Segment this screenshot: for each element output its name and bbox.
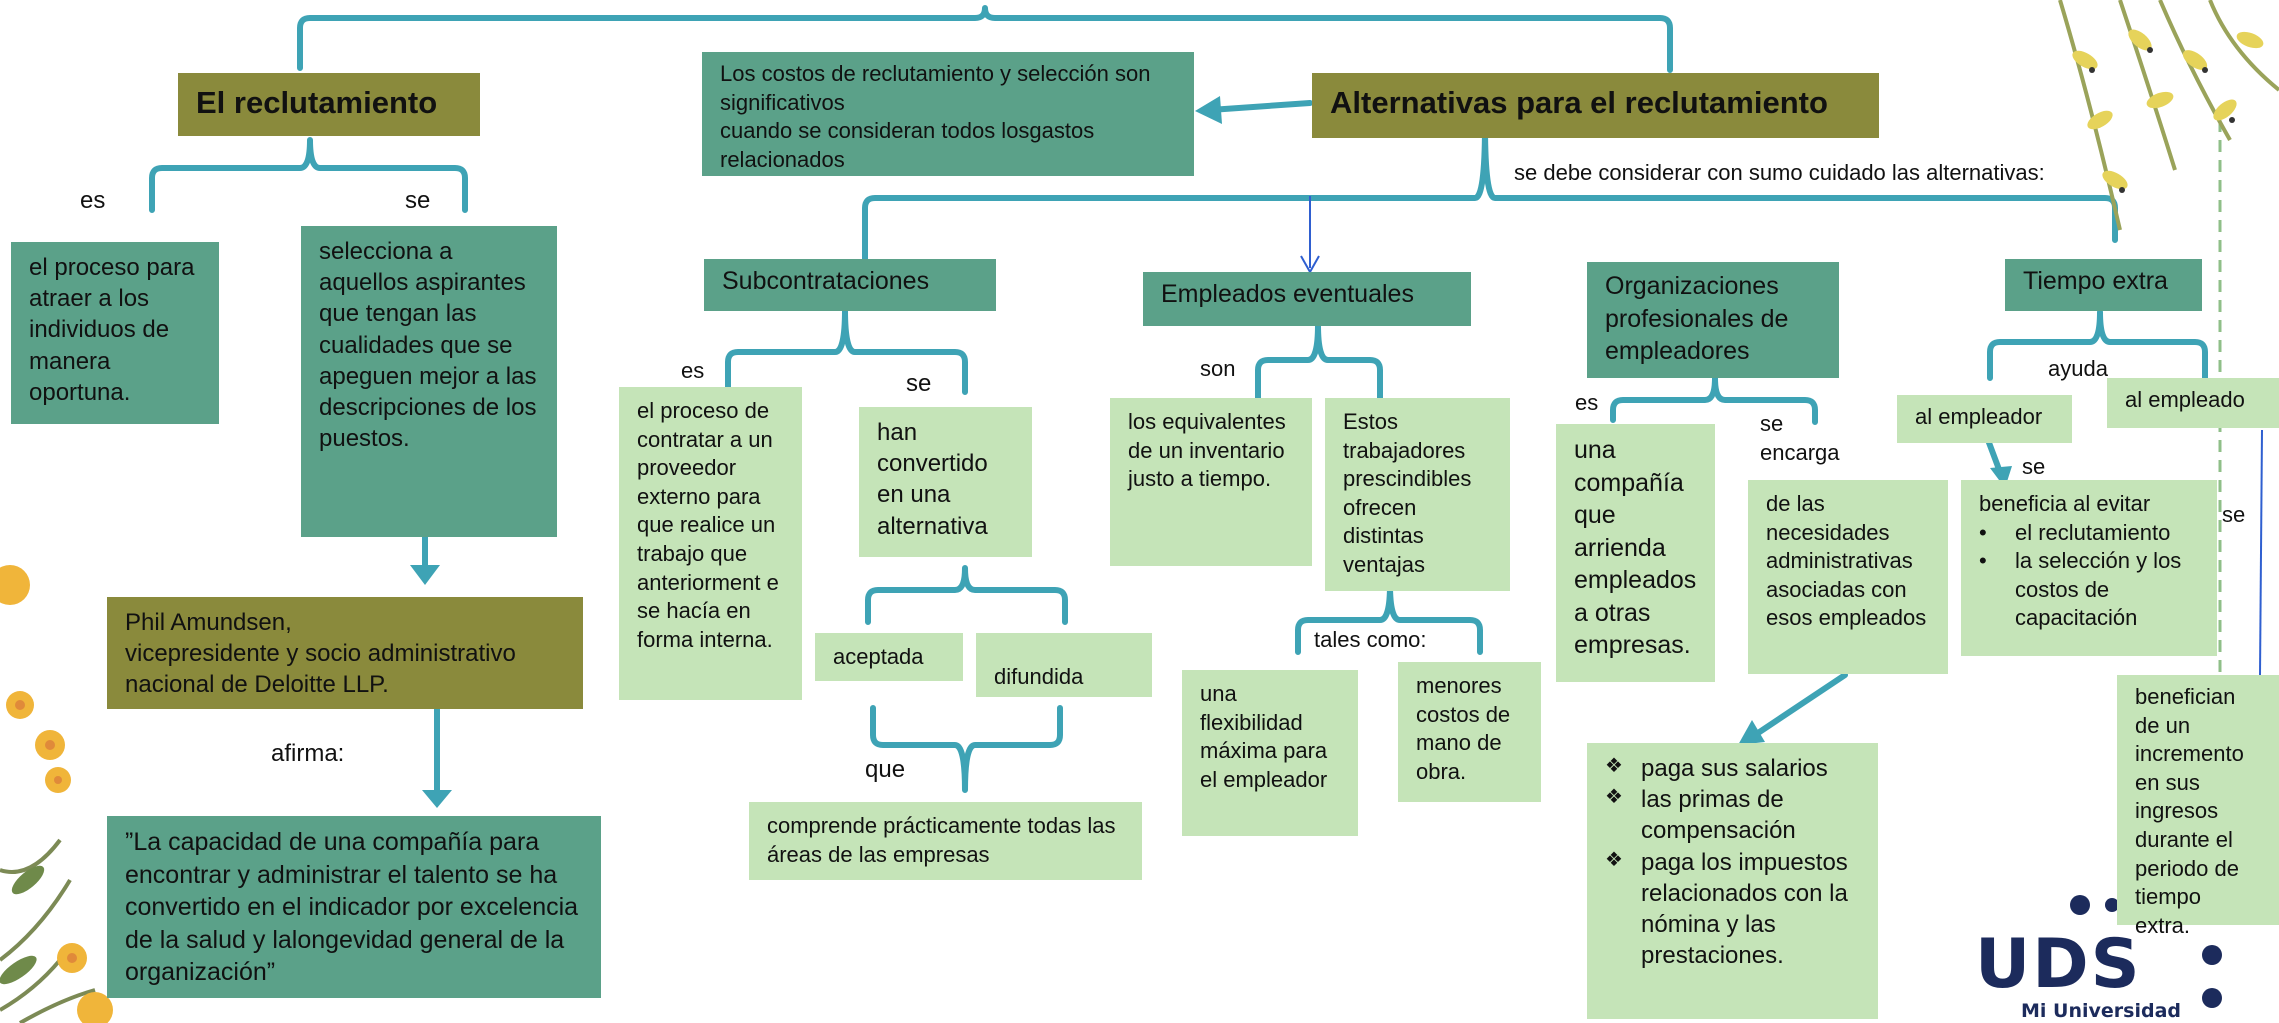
spread: difundida [976,633,1152,697]
overtime-employee-benefit: benefician de un incremento en sus ingre… [2117,675,2279,938]
overtime-employer-benefit: beneficia al evitar el reclutamiento la … [1961,480,2217,656]
temps-title: Empleados eventuales [1143,272,1471,326]
label-es: es [80,187,106,214]
flowers-left-decoration [0,565,113,1023]
temps-equivalent: los equivalentes de un inventario justo … [1110,398,1312,566]
lower-costs: menores costos de mano de obra. [1398,662,1541,802]
overtime-title: Tiempo extra [2005,259,2202,311]
label-se: se [2222,502,2246,527]
label-son: son [1200,356,1236,381]
alternatives-title: Alternativas para el reclutamiento [1312,73,1879,138]
became-alternative: han convertido en una alternativa [859,407,1032,557]
uds-logo: UDS Mi Universidad [1975,925,2181,1023]
label-se: se [405,187,431,214]
peo-definition: una compañía que arrienda empleados a ot… [1556,424,1715,682]
label-tales-como: tales como: [1314,627,1427,652]
overtime-employee: al empleado [2107,378,2279,428]
recruitment-selects: selecciona a aquellos aspirantes que ten… [301,226,557,537]
peo-handles: de las necesidades administrativas asoci… [1748,480,1948,674]
temps-advantages: Estos trabajadores prescindibles ofrecen… [1325,398,1510,591]
recruitment-definition: el proceso para atraer a los individuos … [11,242,219,424]
foliage-right-decoration [2058,0,2279,231]
logo-tagline: Mi Universidad [2021,1000,2181,1022]
subcontracting-definition: el proceso de contratar a un proveedor e… [619,387,802,700]
list-item: paga los impuestos relacionados con la n… [1605,847,1860,972]
quote-box: ”La capacidad de una compañía para encon… [107,816,601,998]
label-que: que [865,756,906,783]
person-box: Phil Amundsen, vicepresidente y socio ad… [107,597,583,709]
accepted: aceptada [815,633,963,681]
label-es: es [681,358,705,383]
list-item: el reclutamiento [1979,519,2199,548]
covers-all-areas: comprende prácticamente todas las áreas … [749,802,1142,880]
overtime-employer: al empleador [1897,395,2072,443]
alternatives-note: se debe considerar con sumo cuidado las … [1514,160,2045,185]
label-se-encarga: se encarga [1760,411,1840,465]
peo-title: Organizaciones profesionales de empleado… [1587,262,1839,378]
flexibility: una flexibilidad máxima para el empleado… [1182,670,1358,836]
benefit-heading: beneficia al evitar [1979,491,2151,516]
label-afirma: afirma: [271,740,345,767]
list-item: paga sus salarios [1605,753,1860,784]
logo-mark: UDS [1975,925,2142,1004]
list-item: la selección y los costos de capacitació… [1979,547,2199,633]
subcontracting-title: Subcontrataciones [704,259,996,311]
costs-box: Los costos de reclutamiento y selección … [702,52,1194,176]
label-ayuda: ayuda [2048,356,2108,381]
list-item: las primas de compensación [1605,784,1860,846]
label-se: se [2022,454,2046,479]
label-se: se [906,370,932,397]
peo-duties: paga sus salarios las primas de compensa… [1587,743,1878,1019]
label-es: es [1575,390,1599,415]
recruitment-title: El reclutamiento [178,73,480,136]
